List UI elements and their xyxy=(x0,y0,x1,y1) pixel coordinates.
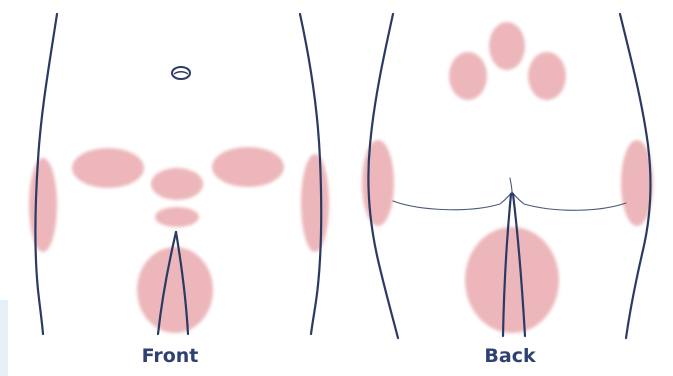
gluteal-cleft-line xyxy=(510,178,512,192)
back-label: Back xyxy=(484,345,536,367)
front-site-right-abdomen xyxy=(212,147,284,187)
back-site-upper-thighs xyxy=(465,227,559,333)
back-site-upper-left xyxy=(449,52,487,100)
back-site-upper-right xyxy=(528,52,566,100)
front-site-pubic xyxy=(155,207,199,227)
front-site-left-abdomen xyxy=(72,148,144,188)
front-view: Front xyxy=(29,14,329,367)
front-site-lower-abdomen xyxy=(151,168,203,200)
edge-tint xyxy=(0,300,8,376)
front-site-inner-thighs xyxy=(137,247,213,333)
navel-icon xyxy=(172,67,190,79)
front-label: Front xyxy=(142,345,199,367)
back-site-left-hip xyxy=(362,140,394,226)
back-view: Back xyxy=(362,14,653,367)
front-site-left-hip xyxy=(29,158,57,252)
back-site-upper-center xyxy=(489,22,525,70)
front-site-right-hip xyxy=(301,154,329,252)
